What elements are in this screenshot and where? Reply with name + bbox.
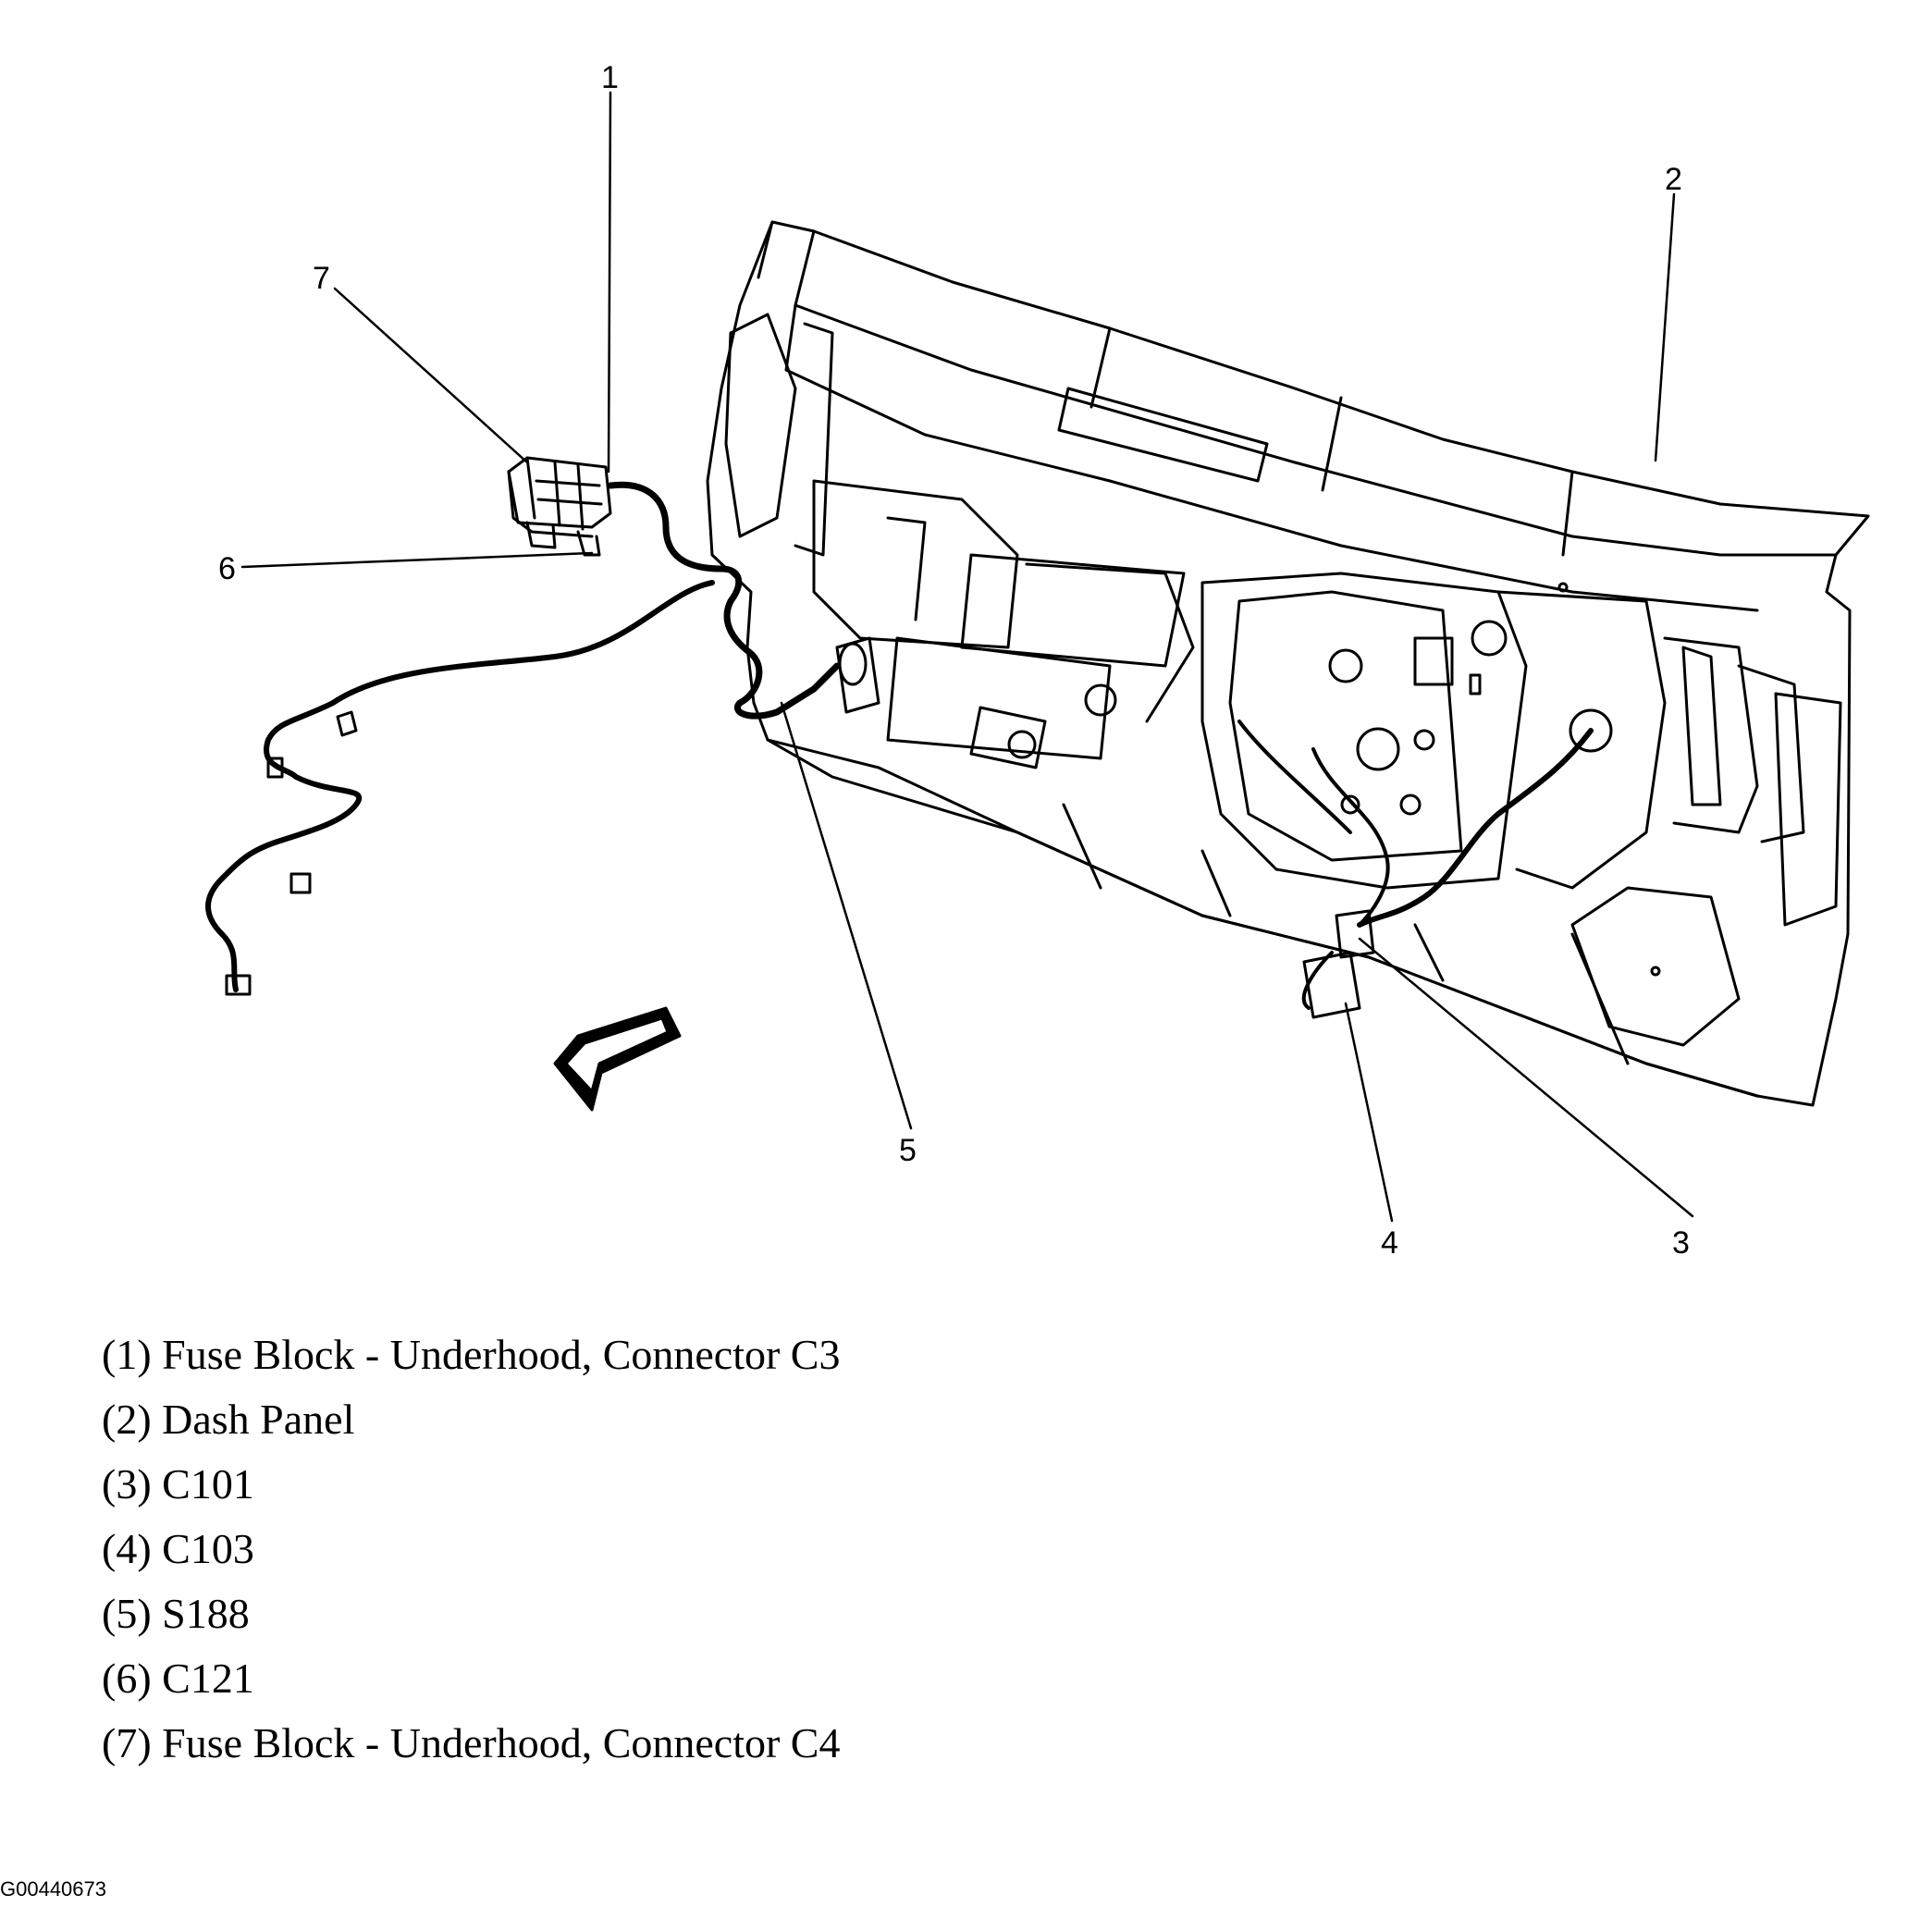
legend-item-3: (3) C101 — [102, 1460, 254, 1507]
callout-3: 3 — [1672, 1225, 1690, 1261]
harness-right-branch — [1357, 728, 1594, 928]
legend-item-1: (1) Fuse Block - Underhood, Connector C3 — [102, 1331, 841, 1378]
callout-6: 6 — [218, 551, 236, 586]
connector-c103 — [1302, 951, 1361, 1019]
legend-item-4: (4) C103 — [102, 1525, 254, 1572]
legend-item-2: (2) Dash Panel — [102, 1396, 355, 1443]
callout-1: 1 — [601, 60, 619, 95]
bulkhead-grommet — [835, 636, 880, 714]
figure-id: G00440673 — [0, 1877, 106, 1901]
callout-5: 5 — [899, 1133, 917, 1168]
dash-panel-outline — [706, 220, 1870, 1107]
legend-item-6: (6) C121 — [102, 1655, 254, 1702]
front-direction-arrow-face — [564, 1016, 670, 1093]
legend-item-5: (5) S188 — [102, 1590, 250, 1637]
legend-item-7: (7) Fuse Block - Underhood, Connector C4 — [102, 1719, 841, 1766]
legend-list: (1) Fuse Block - Underhood, Connector C3… — [102, 1323, 841, 1776]
leader-lines — [240, 91, 1694, 1223]
harness-main — [607, 481, 841, 720]
harness-left-branch — [205, 580, 715, 992]
callout-2: 2 — [1665, 162, 1682, 197]
fuse-block-underhood — [507, 456, 612, 557]
dash-panel-wiring-diagram: 1 2 3 4 5 6 7 — [205, 60, 1870, 1261]
connector-c101 — [1335, 909, 1375, 959]
callout-4: 4 — [1381, 1225, 1398, 1261]
callout-7: 7 — [313, 261, 330, 296]
cowl-opening — [1057, 387, 1269, 483]
